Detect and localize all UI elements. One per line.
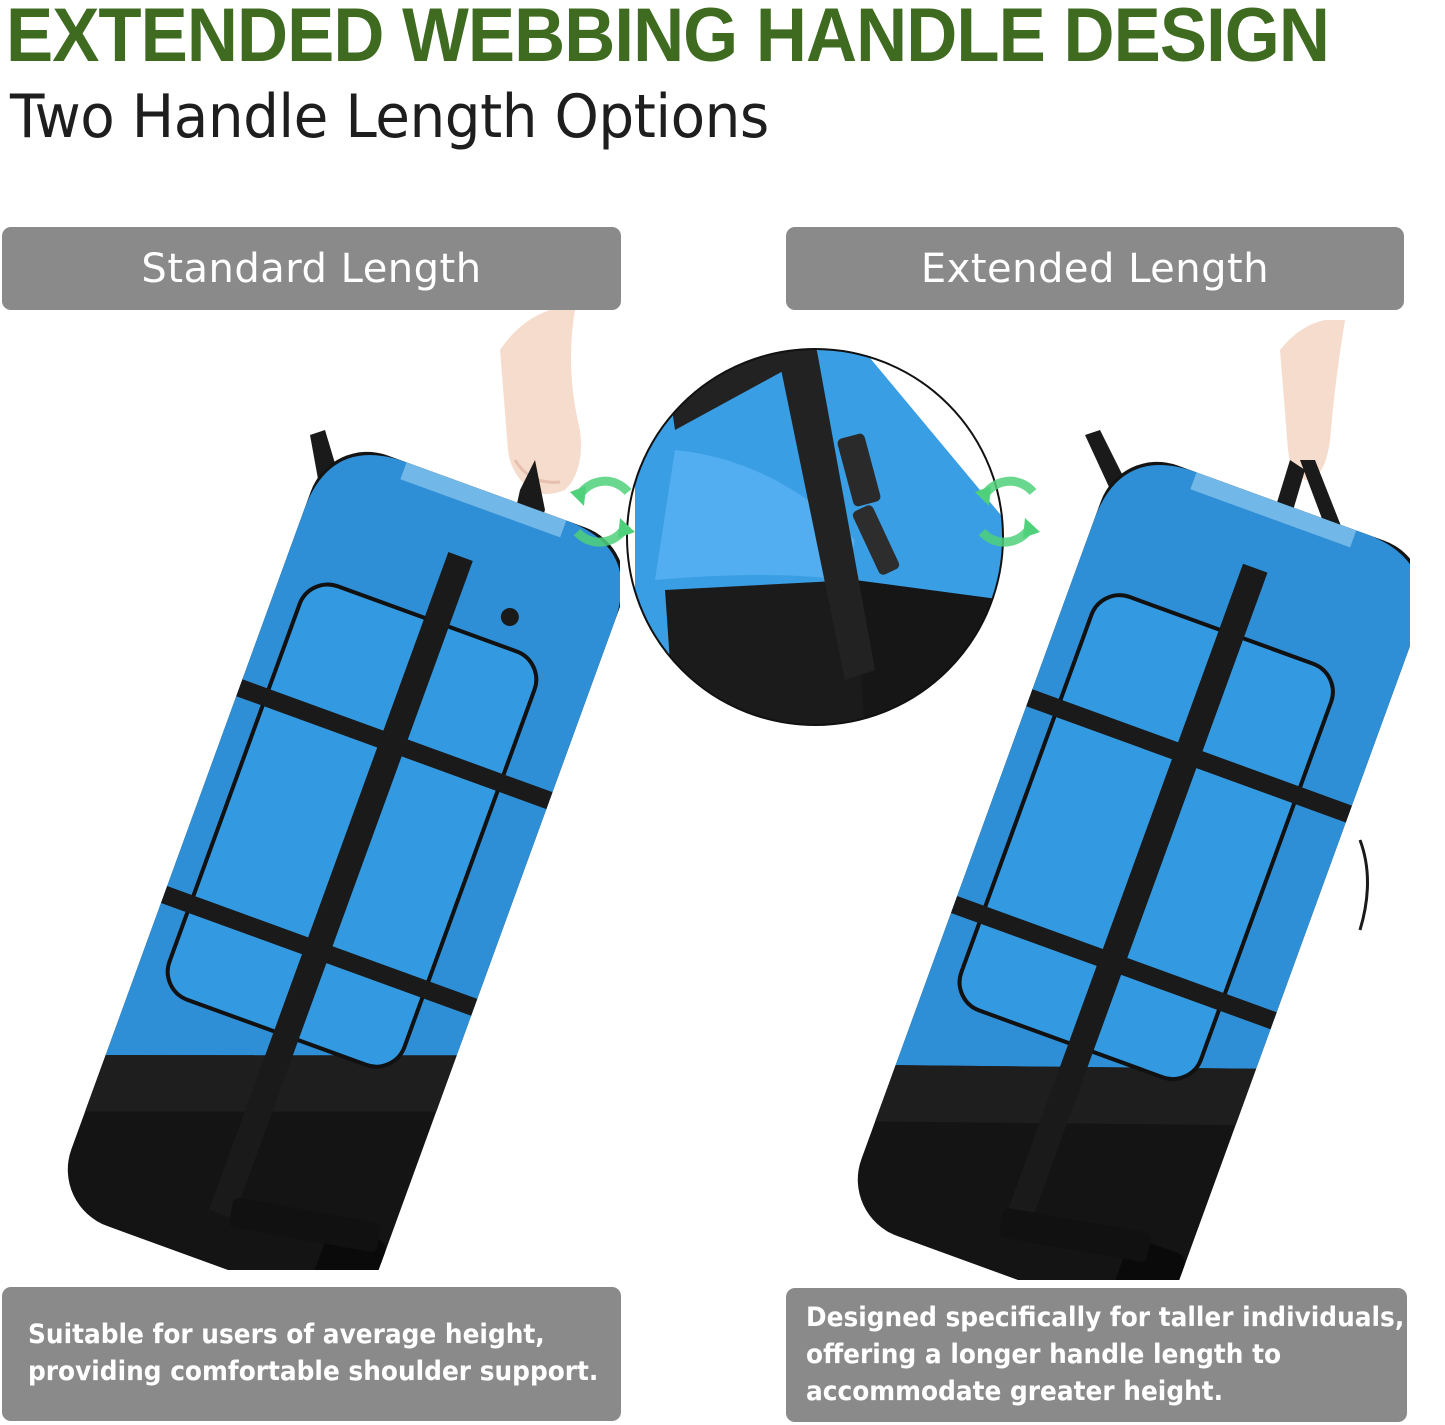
rotate-arrows-icon-left bbox=[570, 476, 635, 547]
page-subtitle: Two Handle Length Options bbox=[10, 82, 769, 152]
standard-length-label-text: Standard Length bbox=[141, 245, 482, 292]
standard-length-label: Standard Length bbox=[2, 227, 621, 310]
page-title: EXTENDED WEBBING HANDLE DESIGN bbox=[6, 0, 1330, 78]
rotate-arrows-icon-right bbox=[975, 476, 1040, 547]
description-line: providing comfortable shoulder support. bbox=[28, 1356, 599, 1387]
description-line: Designed specifically for taller individ… bbox=[806, 1302, 1405, 1333]
description-line: accommodate greater height. bbox=[806, 1376, 1224, 1407]
extended-length-label: Extended Length bbox=[786, 227, 1404, 310]
standard-length-description: Suitable for users of average height, pr… bbox=[2, 1287, 621, 1421]
extended-length-description: Designed specifically for taller individ… bbox=[786, 1288, 1407, 1422]
buckle-detail-image bbox=[626, 348, 1004, 726]
description-line: offering a longer handle length to bbox=[806, 1339, 1282, 1370]
extended-length-label-text: Extended Length bbox=[920, 245, 1270, 292]
standard-length-bag-image bbox=[67, 310, 620, 1270]
extended-length-bag-image bbox=[857, 320, 1410, 1280]
description-line: Suitable for users of average height, bbox=[28, 1319, 545, 1350]
